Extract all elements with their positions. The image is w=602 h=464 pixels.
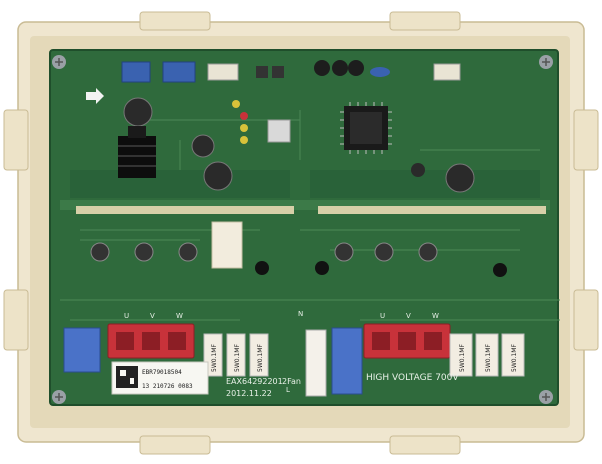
pcb	[49, 49, 560, 406]
capacitors-top	[123, 60, 475, 193]
cap-label: 5W0.1MF	[211, 344, 218, 372]
cap-label: 5W0.1MF	[485, 344, 492, 372]
terminal-label: U	[380, 312, 385, 320]
screw-icon	[539, 55, 553, 69]
high-voltage-warning: HIGH VOLTAGE 700V	[366, 373, 459, 383]
silkscreen-text: EAX64292201 2Fan 2012.11.22 HIGH VOLTAGE…	[226, 310, 459, 398]
led-group	[232, 100, 291, 144]
l-label: L	[286, 386, 290, 394]
capacitors-middle	[90, 221, 507, 277]
sticker-line-1: EBR79018504	[142, 369, 182, 376]
terminal-label: V	[150, 312, 155, 320]
capacitor-labels: 5W0.1MF 5W0.1MF 5W0.1MF 5W0.1MF 5W0.1MF …	[211, 344, 518, 372]
film-capacitors	[203, 333, 525, 377]
screw-icon-group	[52, 55, 553, 404]
screw-icon	[539, 390, 553, 404]
sticker-line-2: 13 210726 0083	[142, 383, 193, 390]
heatsink	[118, 126, 156, 178]
terminal-labels: U V W U V W	[124, 312, 439, 320]
screw-icon	[52, 55, 66, 69]
terminal-label: V	[406, 312, 411, 320]
cap-label: 5W0.1MF	[511, 344, 518, 372]
cap-label: 5W0.1MF	[257, 344, 264, 372]
terminal-label: U	[124, 312, 129, 320]
screw-icon	[52, 390, 66, 404]
cap-label: 5W0.1MF	[459, 344, 466, 372]
white-connector	[305, 329, 327, 397]
microcontroller-chip	[340, 102, 392, 154]
terminal-blocks	[107, 323, 451, 359]
pin-header-row	[76, 206, 546, 214]
cap-label: 5W0.1MF	[234, 344, 241, 372]
part-number: EAX64292201	[226, 377, 283, 386]
terminal-label: W	[176, 312, 183, 320]
arrow-icon	[86, 88, 104, 104]
n-label: N	[298, 310, 303, 318]
board-date: 2012.11.22	[226, 389, 272, 398]
terminal-label: W	[432, 312, 439, 320]
revision: 2Fan	[282, 377, 301, 386]
barcode-sticker: EBR79018504 13 210726 0083	[111, 361, 209, 395]
relays	[63, 327, 363, 395]
top-connectors	[121, 61, 461, 83]
